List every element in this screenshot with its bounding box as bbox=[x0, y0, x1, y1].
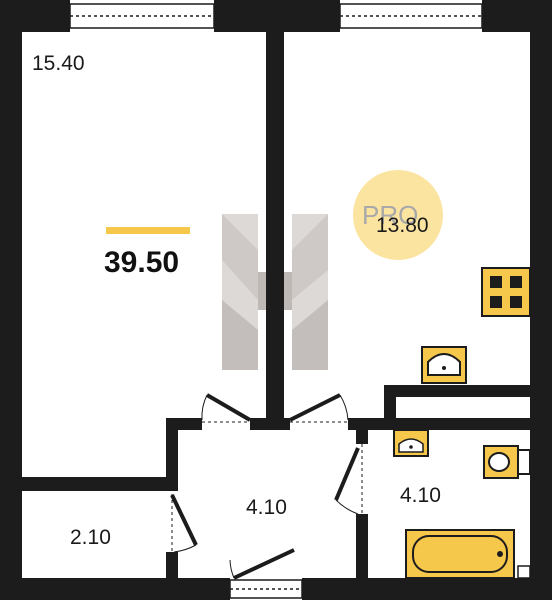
pro-badge bbox=[353, 170, 443, 260]
brand-logo-icon bbox=[222, 214, 328, 370]
door-icon bbox=[170, 393, 363, 580]
washbasin-icon bbox=[393, 429, 429, 457]
bathtub-icon bbox=[405, 529, 531, 579]
room-area-hallway: 4.10 bbox=[246, 496, 287, 519]
room-area-kitchen: 13.80 bbox=[376, 214, 429, 237]
room-area-bathroom: 4.10 bbox=[400, 484, 441, 507]
pro-badge-label: PRO bbox=[362, 200, 418, 230]
stove-icon bbox=[481, 267, 531, 317]
toilet-icon bbox=[483, 445, 531, 479]
total-area-accent-bar bbox=[106, 227, 190, 234]
window-icon bbox=[69, 3, 483, 599]
total-area: 39.50 bbox=[104, 246, 179, 279]
room-area-living-room: 15.40 bbox=[32, 52, 85, 75]
kitchen-sink-icon bbox=[421, 346, 467, 384]
room-area-wardrobe: 2.10 bbox=[70, 526, 111, 549]
